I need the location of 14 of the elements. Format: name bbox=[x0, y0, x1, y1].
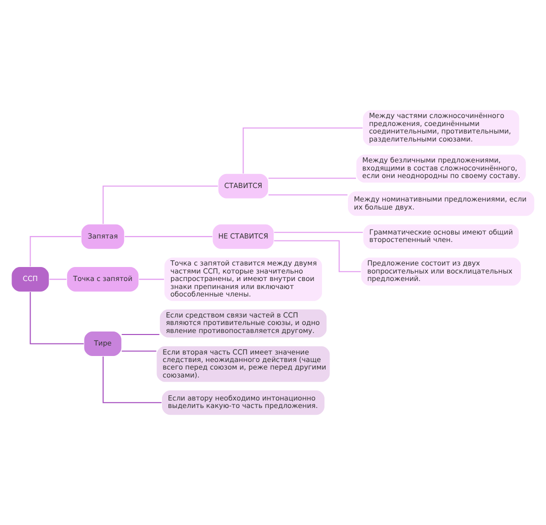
connector bbox=[268, 178, 356, 179]
connector bbox=[274, 232, 363, 233]
connector bbox=[274, 240, 361, 272]
connector bbox=[138, 278, 164, 280]
connector bbox=[122, 334, 160, 335]
connector bbox=[102, 186, 218, 224]
connector bbox=[49, 278, 66, 280]
connector bbox=[30, 236, 82, 266]
connector bbox=[102, 356, 162, 404]
connector bbox=[30, 292, 84, 344]
connector bbox=[242, 127, 363, 174]
connector bbox=[122, 350, 156, 352]
connector bbox=[124, 236, 212, 238]
connector bbox=[268, 194, 348, 196]
